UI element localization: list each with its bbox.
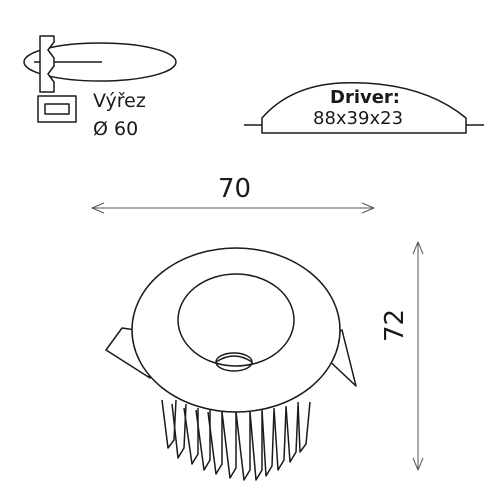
width-dimension-line: [91, 202, 375, 214]
height-value: 72: [380, 308, 410, 342]
driver-title: Driver:: [330, 87, 401, 108]
driver-outline: [244, 82, 484, 134]
driver-dimensions: 88x39x23: [313, 108, 404, 129]
cutout-label: Výřez: [93, 90, 146, 112]
height-dimension-line: [412, 241, 424, 471]
width-value: 70: [218, 174, 252, 204]
cutout-icon: [23, 35, 177, 123]
cutout-diameter: Ø 60: [93, 118, 139, 140]
downlight-fixture: [105, 247, 357, 481]
